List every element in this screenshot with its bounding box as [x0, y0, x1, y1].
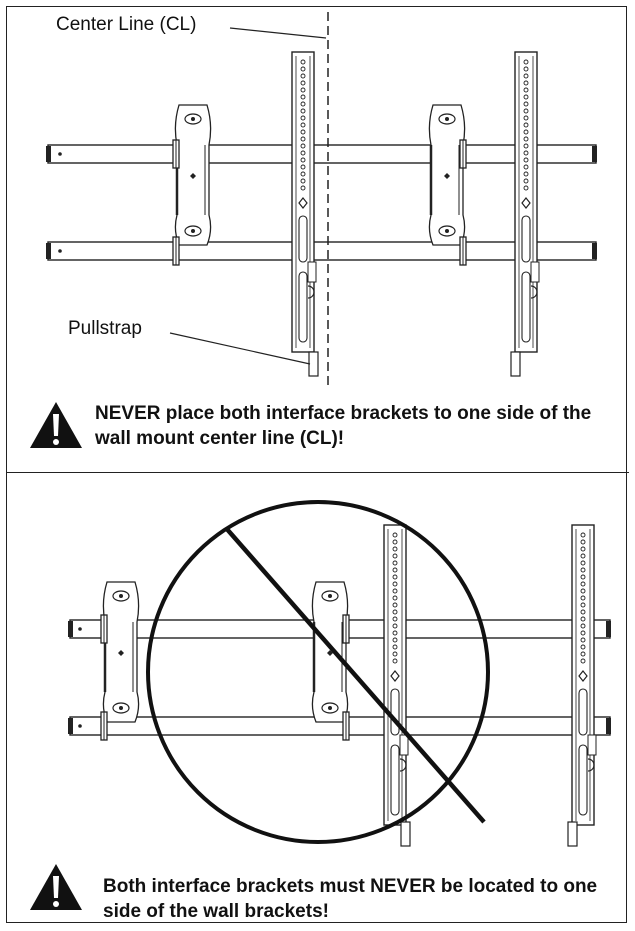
- top-assembly: [46, 12, 597, 390]
- warning-text-wall-brackets: Both interface brackets must NEVER be lo…: [103, 876, 598, 922]
- wall-bracket-right: [428, 103, 466, 247]
- bottom-assembly: [68, 500, 611, 847]
- warning-icon: [30, 864, 82, 910]
- interface-bracket-left: [291, 51, 317, 353]
- pullstrap-label: Pullstrap: [68, 318, 142, 339]
- prohibition-icon: [146, 500, 490, 844]
- pullstrap-left: [308, 351, 319, 377]
- interface-bracket-left-2: [383, 524, 409, 826]
- pullstrap-right: [510, 351, 521, 377]
- top-rail-lower: [46, 241, 597, 261]
- warning-icon: [30, 402, 82, 448]
- wall-bracket-left-2: [102, 580, 140, 724]
- figure-frame: [6, 6, 627, 923]
- interface-bracket-right: [514, 51, 540, 353]
- center-line-label: Center Line (CL): [56, 14, 197, 35]
- warning-text-center-line: NEVER place both interface brackets to o…: [95, 403, 592, 449]
- center-line-leader: [229, 27, 327, 39]
- wall-bracket-right-2: [311, 580, 349, 724]
- interface-bracket-right-2: [571, 524, 597, 826]
- panel-divider: [6, 472, 629, 473]
- pullstrap-leader: [169, 332, 311, 365]
- wall-bracket-left: [174, 103, 212, 247]
